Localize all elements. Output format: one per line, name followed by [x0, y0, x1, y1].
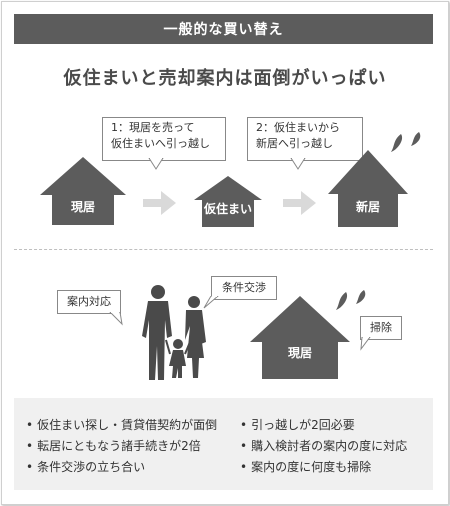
house-current-lower-label: 現居: [287, 346, 312, 360]
issue-item: 引っ越しが2回必要: [240, 416, 355, 433]
issue-item: 購入検討者の案内の度に対応: [240, 437, 407, 454]
sweat-drops-icon: [391, 132, 421, 152]
negotiation-bubble-tail: [203, 296, 219, 309]
issues-list: 仮住まい探し・賃貸借契約が面倒 転居にともなう諸手続きが2倍 条件交渉の立ち合い…: [14, 398, 433, 490]
step2-line1: 2：仮住まいから: [256, 121, 340, 134]
house-new-icon: [328, 150, 408, 227]
issue-item: 転居にともなう諸手続きが2倍: [26, 437, 201, 454]
step2-bubble: 2：仮住まいから 新居へ引っ越し: [247, 117, 363, 161]
step1-bubble: 1：現居を売って 仮住まいへ引っ越し: [102, 117, 226, 161]
arrow-right-icon-2: [283, 191, 316, 215]
sweat-drops-icon-2: [336, 290, 366, 310]
step1-line2: 仮住まいへ引っ越し: [111, 137, 210, 150]
section-header: 一般的な買い替え: [14, 14, 433, 44]
step2-bubble-tail: [290, 158, 306, 170]
house-current-label: 現居: [70, 200, 95, 214]
cleaning-bubble-tail: [360, 337, 371, 351]
house-current-lower-icon: [250, 296, 350, 379]
section-divider: [14, 249, 433, 250]
negotiation-bubble: 条件交渉: [211, 276, 277, 300]
issue-item: 仮住まい探し・賃貸借契約が面倒: [26, 416, 217, 433]
house-temporary-label: 仮住まい: [203, 202, 252, 216]
step1-bubble-tail: [148, 158, 164, 170]
guide-bubble-tail: [109, 312, 123, 326]
house-current-icon: [40, 157, 126, 225]
house-new-label: 新居: [355, 200, 380, 214]
step2-line2: 新居へ引っ越し: [256, 137, 333, 150]
guide-bubble-label: 案内対応: [67, 295, 111, 308]
family-silhouette-icon: [142, 285, 206, 380]
arrow-right-icon: [143, 191, 176, 215]
cleaning-bubble: 掃除: [360, 316, 402, 340]
headline: 仮住まいと売却案内は面倒がいっぱい: [63, 68, 387, 89]
issue-item: 条件交渉の立ち合い: [26, 458, 145, 475]
house-temporary-icon: [194, 176, 262, 227]
cleaning-bubble-label: 掃除: [370, 321, 392, 334]
guide-bubble: 案内対応: [57, 290, 121, 314]
negotiation-bubble-label: 条件交渉: [222, 281, 266, 294]
issue-item: 案内の度に何度も掃除: [240, 458, 371, 475]
step1-line1: 1：現居を売って: [111, 121, 195, 134]
section-header-title: 一般的な買い替え: [163, 22, 284, 38]
